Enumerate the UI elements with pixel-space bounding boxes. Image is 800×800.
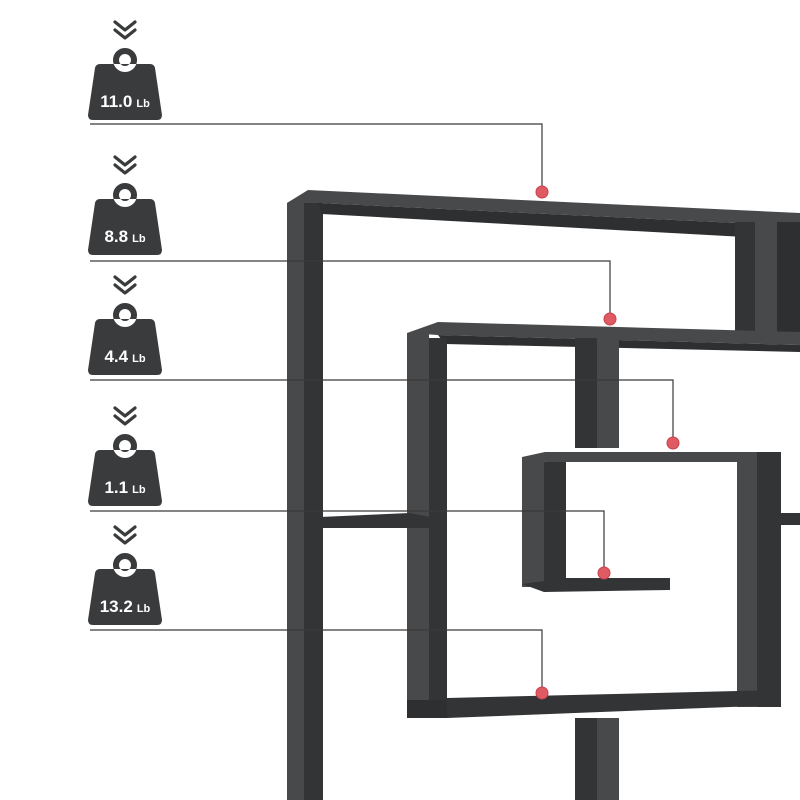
weight-value-label: 8.8 Lb (104, 227, 145, 246)
weight-unit: Lb (136, 98, 150, 110)
weight-value: 13.2 (100, 597, 133, 616)
shelf-post-top-right-b (777, 222, 800, 332)
shelf-post-top-right-a (735, 222, 755, 332)
leader-line (90, 629, 543, 693)
weight-label: 13.2 Lb (88, 525, 162, 625)
shelf-top-board (287, 190, 800, 226)
shelf-inner-left-front (544, 462, 566, 582)
weight-unit: Lb (132, 233, 146, 245)
double-chevron-down-icon (113, 275, 137, 295)
weight-value: 11.0 (100, 92, 132, 111)
maze-bookshelf (287, 190, 800, 800)
leader-line (90, 379, 674, 443)
shelf-inner-right-side-edge (737, 452, 757, 707)
weight-icon (88, 434, 162, 506)
weight-label: 11.0 Lb (88, 20, 162, 120)
shelf-center-divider-side (597, 338, 619, 448)
weight-value-label: 11.0 Lb (100, 92, 150, 111)
load-leader-lines (90, 123, 674, 693)
double-chevron-down-icon (113, 525, 137, 545)
weight-label: 1.1 Lb (88, 406, 162, 506)
shelf-lower-board (407, 690, 781, 718)
shelf-post-top-right-a-side (755, 222, 777, 332)
weight-label: 8.8 Lb (88, 155, 162, 255)
leader-line (90, 123, 543, 192)
shelf-top-board-front (318, 203, 800, 240)
shelf-inner-top-board (522, 452, 780, 462)
weight-value: 1.1 (104, 478, 128, 497)
load-point-marker (603, 312, 617, 326)
weight-value-label: 1.1 Lb (104, 478, 145, 497)
leader-line (90, 510, 605, 573)
weight-unit: Lb (132, 484, 146, 496)
double-chevron-down-icon (113, 155, 137, 175)
double-chevron-down-icon (113, 20, 137, 40)
shelf-lower-left-post-base (407, 700, 447, 718)
load-point-marker (666, 436, 680, 450)
shelf-center-divider (575, 338, 597, 448)
shelf-bottom-post (575, 718, 597, 800)
leader-line (90, 260, 611, 319)
weight-value-label: 13.2 Lb (100, 597, 151, 616)
shelf-left-post-front (304, 195, 323, 800)
shelf-bottom-post-side (597, 718, 619, 800)
load-point-marker (535, 686, 549, 700)
shelf-inner-bottom-board (522, 578, 670, 592)
weight-unit: Lb (137, 603, 151, 615)
weight-label: 4.4 Lb (88, 275, 162, 375)
load-point-markers (535, 185, 680, 700)
weight-icon (88, 303, 162, 375)
weight-icon (88, 183, 162, 255)
shelf-right-mid-board (780, 513, 800, 525)
weight-value: 8.8 (104, 227, 128, 246)
weight-icon (88, 48, 162, 120)
shelf-left-post (287, 191, 308, 800)
load-point-marker (535, 185, 549, 199)
weight-value-label: 4.4 Lb (104, 347, 145, 366)
shelf-second-top-board (407, 322, 800, 345)
double-chevron-down-icon (113, 406, 137, 426)
load-point-marker (597, 566, 611, 580)
shelf-left-small-board (320, 513, 430, 528)
shelf-inner-left-side (522, 457, 544, 587)
weight-unit: Lb (132, 353, 146, 365)
shelf-second-left-post-front (429, 338, 447, 710)
weight-icon (88, 553, 162, 625)
weight-value: 4.4 (104, 347, 128, 366)
